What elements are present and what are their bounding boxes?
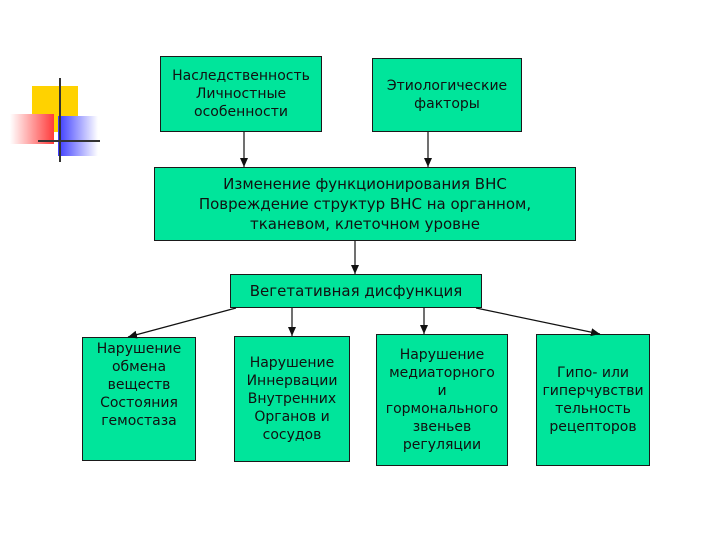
innervation-box: Нарушение Иннервации Внутренних Органов … bbox=[234, 336, 350, 462]
receptors-label: Гипо- или гиперчувстви тельность рецепто… bbox=[542, 365, 644, 435]
mediator-box: Нарушение медиаторного и гормонального з… bbox=[376, 334, 508, 466]
etiology-box: Этиологические факторы bbox=[372, 58, 522, 132]
innervation-label: Нарушение Иннервации Внутренних Органов … bbox=[246, 355, 338, 443]
vegetative-box: Вегетативная дисфункция bbox=[230, 274, 482, 308]
vegetative-label: Вегетативная дисфункция bbox=[249, 282, 463, 300]
arrow-vegetative-to-receptors bbox=[475, 307, 601, 337]
metabolism-box: Нарушение обмена веществ Состояния гемос… bbox=[82, 337, 196, 461]
heredity-label: Наследственность Личностные особенности bbox=[172, 68, 310, 120]
decor-vertical-line bbox=[59, 78, 61, 162]
heredity-box: Наследственность Личностные особенности bbox=[160, 56, 322, 132]
ans-change-box: Изменение функционирования ВНС Поврежден… bbox=[154, 167, 576, 241]
decor-red-square bbox=[10, 114, 54, 144]
metabolism-label: Нарушение обмена веществ Состояния гемос… bbox=[96, 341, 182, 429]
receptors-box: Гипо- или гиперчувстви тельность рецепто… bbox=[536, 334, 650, 466]
mediator-label: Нарушение медиаторного и гормонального з… bbox=[385, 347, 499, 453]
decor-blue-square bbox=[58, 116, 98, 156]
etiology-label: Этиологические факторы bbox=[386, 78, 508, 112]
decor-horizontal-line bbox=[38, 140, 100, 142]
ans-change-label: Изменение функционирования ВНС Поврежден… bbox=[198, 175, 532, 233]
arrow-vegetative-to-metabolism bbox=[127, 307, 237, 339]
